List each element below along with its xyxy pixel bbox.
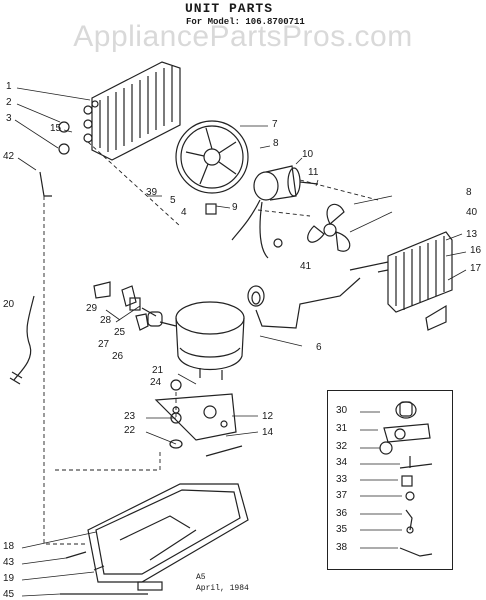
callout-28: 28: [100, 315, 112, 326]
callout-41: 41: [300, 261, 312, 272]
callout-43: 43: [3, 557, 15, 568]
fan-motor: [205, 165, 319, 259]
callout-23: 23: [124, 411, 136, 422]
callout-2: 2: [6, 97, 12, 108]
callout-38: 38: [336, 542, 348, 553]
callout-45: 45: [3, 589, 15, 600]
small-parts: [379, 401, 433, 557]
callout-5: 5: [170, 195, 176, 206]
discharge-tube: [247, 277, 361, 329]
callout-37: 37: [336, 490, 348, 501]
callout-20: 20: [3, 299, 15, 310]
callout-6: 6: [316, 342, 322, 353]
callout-18: 18: [3, 541, 15, 552]
callout-32: 32: [336, 441, 348, 452]
callout-3: 3: [6, 113, 12, 124]
callout-31: 31: [336, 423, 348, 434]
callout-8: 8: [273, 138, 279, 149]
relay-and-overload: [93, 281, 149, 331]
watermark: AppliancePartsPros.com: [73, 20, 413, 53]
base-pan: [60, 483, 249, 595]
small-parts-box: [327, 390, 453, 570]
diagram-title: UNIT PARTS: [185, 1, 274, 16]
callout-33: 33: [336, 474, 348, 485]
figure-date: April, 1984: [196, 584, 249, 593]
callout-17: 17: [470, 263, 482, 274]
callout-12: 12: [262, 411, 274, 422]
callout-15: 15: [50, 123, 62, 134]
figure-code: A5: [196, 573, 206, 582]
callout-22: 22: [124, 425, 136, 436]
callout-40: 40: [466, 207, 478, 218]
callout-34: 34: [336, 457, 348, 468]
callout-leaders: [14, 87, 467, 597]
callout-19: 19: [3, 573, 15, 584]
callout-13: 13: [466, 229, 478, 240]
condenser-fan-blade: [273, 203, 351, 252]
blower-shroud: [175, 120, 249, 194]
callout-25: 25: [114, 327, 126, 338]
callout-42: 42: [3, 151, 15, 162]
callout-9: 9: [232, 202, 238, 213]
callout-1: 1: [6, 81, 12, 92]
callout-11: 11: [308, 167, 319, 178]
evaporator-coil: [83, 61, 181, 161]
callout-35: 35: [336, 524, 348, 535]
power-cord: [9, 295, 35, 385]
leader-lines: [43, 141, 379, 545]
callout-30: 30: [336, 405, 348, 416]
callout-7: 7: [272, 119, 278, 130]
callout-27: 27: [98, 339, 110, 350]
callout-24: 24: [150, 377, 162, 388]
callout-4: 4: [181, 207, 187, 218]
condenser-coil: [349, 231, 453, 331]
model-number: For Model: 106.8700711: [186, 17, 305, 27]
callout-21: 21: [152, 365, 164, 376]
callout-29: 29: [86, 303, 98, 314]
compressor: [141, 301, 245, 391]
compressor-mount-bracket: [154, 393, 243, 457]
callout-16: 16: [470, 245, 482, 256]
callout-8b: 8: [466, 187, 472, 198]
callout-36: 36: [336, 508, 348, 519]
callout-26: 26: [112, 351, 124, 362]
callout-10: 10: [302, 149, 314, 160]
callout-14: 14: [262, 427, 274, 438]
callout-39: 39: [146, 187, 158, 198]
